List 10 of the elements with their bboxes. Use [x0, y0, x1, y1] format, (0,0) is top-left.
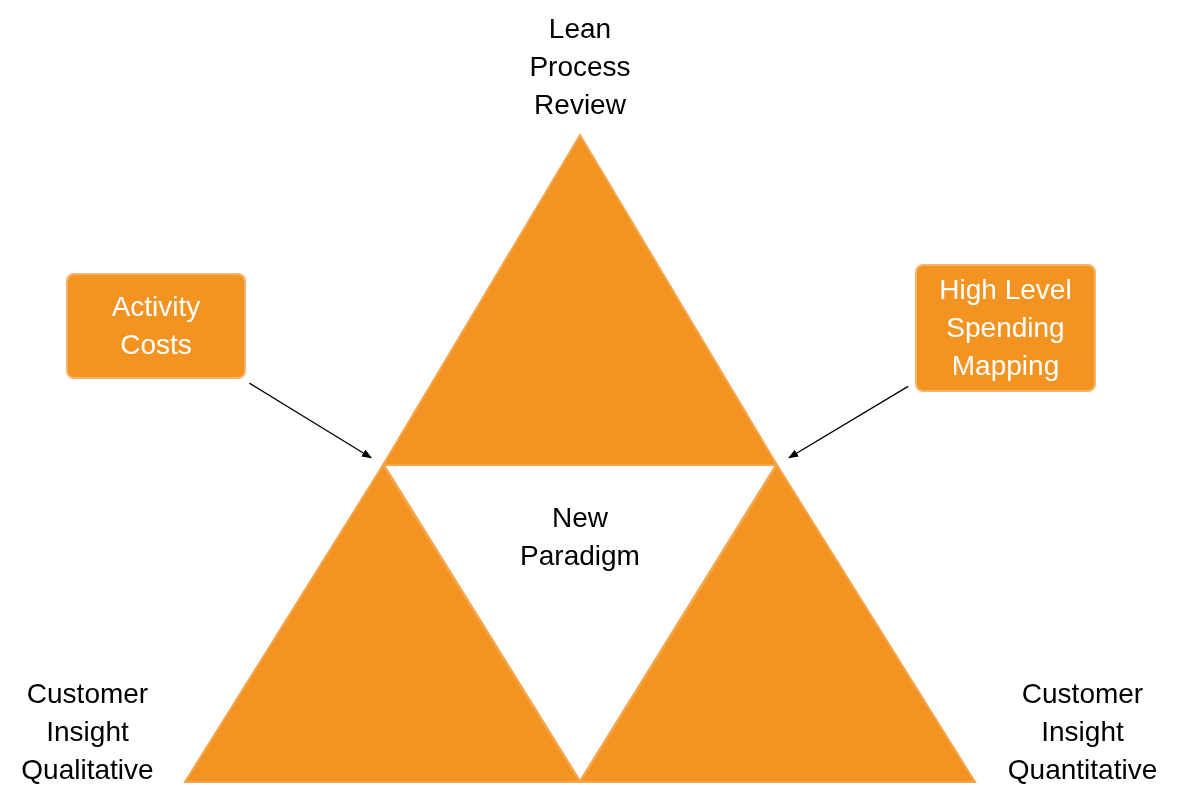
box-label: Activity Costs [110, 290, 202, 362]
arrow [788, 385, 909, 459]
arrow [248, 382, 372, 459]
label-box [915, 264, 1096, 392]
triangle-label: Customer Insight Quantitative [1006, 677, 1159, 785]
triangle-label: Customer Insight Qualitative [20, 677, 155, 785]
triangle-label: New Paradigm [519, 501, 641, 573]
label-box [66, 273, 246, 379]
box-label: High Level Spending Mapping [938, 273, 1073, 383]
triangle-label: Lean Process Review [528, 12, 632, 122]
